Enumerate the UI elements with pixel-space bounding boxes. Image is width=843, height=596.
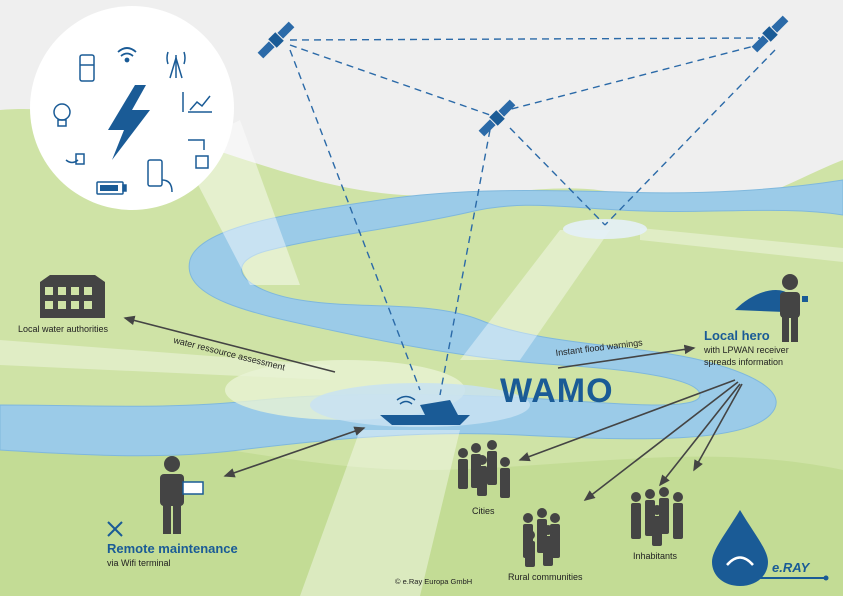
arrow-flood-warnings: [557, 344, 696, 369]
wifi-icon: [117, 47, 137, 63]
phone-fridge-icon: [79, 54, 95, 82]
wamo-title: WAMO: [500, 372, 614, 410]
arrow-to-inhabitants-right: [693, 383, 743, 472]
beam-left: [0, 340, 330, 380]
sensor-boat-icon: [380, 395, 470, 425]
battery-icon: [96, 181, 127, 195]
label-local-hero-sub2: spreads information: [704, 357, 784, 367]
lightbulb-icon: [53, 103, 71, 127]
maintenance-person-figure: [160, 456, 204, 534]
label-cities: Cities: [472, 506, 495, 516]
water-tap-icon: [188, 139, 209, 169]
tools-icon: [107, 521, 123, 537]
arrow-to-cities: [518, 379, 736, 462]
label-local-water-authorities: Local water authorities: [18, 324, 109, 334]
arrow-to-inhabitants-left: [659, 383, 741, 487]
arrows: [123, 315, 743, 501]
lightning-icon: [108, 85, 150, 160]
satellite-2: [478, 99, 516, 137]
radio-tower-icon: [166, 51, 186, 79]
logo-text: e.RAY: [772, 560, 810, 575]
solar-chart-icon: [182, 92, 212, 113]
label-local-hero: Local hero: [704, 328, 770, 343]
building-icon: [40, 275, 105, 318]
label-remote-maintenance-sub: via Wifi terminal: [107, 558, 171, 568]
arrow-water-assessment: [123, 315, 336, 373]
cities-group: [458, 440, 510, 498]
satellite-links: [289, 37, 776, 396]
label-local-hero-sub1: with LPWAN receiver: [704, 345, 789, 355]
beam-right: [640, 228, 843, 262]
copyright: © e.Ray Europa GmbH: [395, 577, 473, 586]
beam-bottom: [300, 430, 460, 596]
smartphone-icon: [147, 159, 173, 193]
label-remote-maintenance: Remote maintenance: [107, 541, 238, 556]
local-hero-figure: [735, 274, 808, 342]
label-inhabitants: Inhabitants: [633, 551, 678, 561]
label-rural-communities: Rural communities: [508, 572, 583, 582]
arrow-to-rural: [583, 381, 739, 501]
rural-communities-group: [523, 508, 560, 567]
plug-icon: [65, 153, 85, 165]
satellite-1: [257, 21, 295, 59]
eray-logo: [712, 510, 829, 586]
arrow-remote-maintenance: [223, 426, 366, 478]
inhabitants-group: [631, 487, 683, 546]
satellite-spot: [563, 219, 647, 239]
satellite-3: [751, 15, 789, 53]
beam-satellite: [460, 230, 610, 360]
river: [0, 179, 843, 457]
